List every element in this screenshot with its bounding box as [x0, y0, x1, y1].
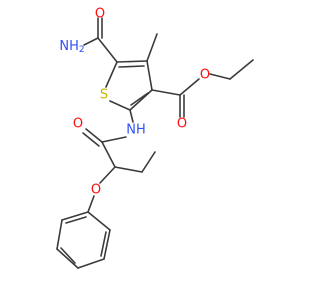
bond: [229, 59, 254, 80]
bond: [209, 73, 231, 80]
ester-carbonyl-oxygen-label: O: [177, 117, 187, 132]
amide-nitrogen-subscript: 2: [79, 45, 85, 55]
bond: [105, 61, 118, 88]
bond: [101, 136, 127, 143]
bond: [151, 89, 181, 96]
amide-link-nh-label: NH: [126, 123, 146, 138]
bond: [56, 219, 63, 250]
bond: [60, 247, 76, 264]
bond: [56, 248, 79, 269]
bond: [146, 33, 158, 62]
bond: [101, 141, 116, 168]
bond: [97, 37, 118, 63]
bond: [87, 195, 95, 213]
bond: [129, 109, 134, 123]
structure-svg: NH2 O S O O NH O O: [56, 7, 254, 269]
bond: [141, 151, 156, 173]
amide-nitrogen-label: NH2: [59, 39, 84, 55]
bond: [179, 78, 200, 96]
bond: [114, 166, 143, 173]
amide-oxygen-label: O: [95, 7, 105, 22]
molecule-diagram: NH2 O S O O NH O O: [56, 7, 254, 269]
bond: [61, 211, 89, 221]
acyl-oxygen-label: O: [73, 117, 83, 132]
phenoxy-oxygen-label: O: [91, 183, 101, 198]
bond: [85, 128, 103, 143]
bond: [87, 211, 111, 231]
bond: [118, 65, 145, 68]
bond: [65, 216, 87, 224]
atom-label-layer: NH2 O S O O NH O O: [59, 7, 210, 198]
bond-layer: [56, 17, 254, 269]
thiophene-sulfur-label: S: [100, 88, 108, 103]
ester-ether-oxygen-label: O: [200, 68, 210, 83]
bond: [100, 231, 107, 257]
bond: [116, 60, 148, 63]
bond: [99, 166, 116, 184]
bond: [77, 258, 105, 269]
bond: [82, 132, 100, 147]
bond: [109, 100, 131, 111]
bond: [146, 60, 153, 91]
bond: [83, 37, 99, 46]
bond: [103, 229, 111, 260]
bond: [130, 92, 149, 106]
amide-nitrogen-text: NH: [59, 39, 79, 54]
